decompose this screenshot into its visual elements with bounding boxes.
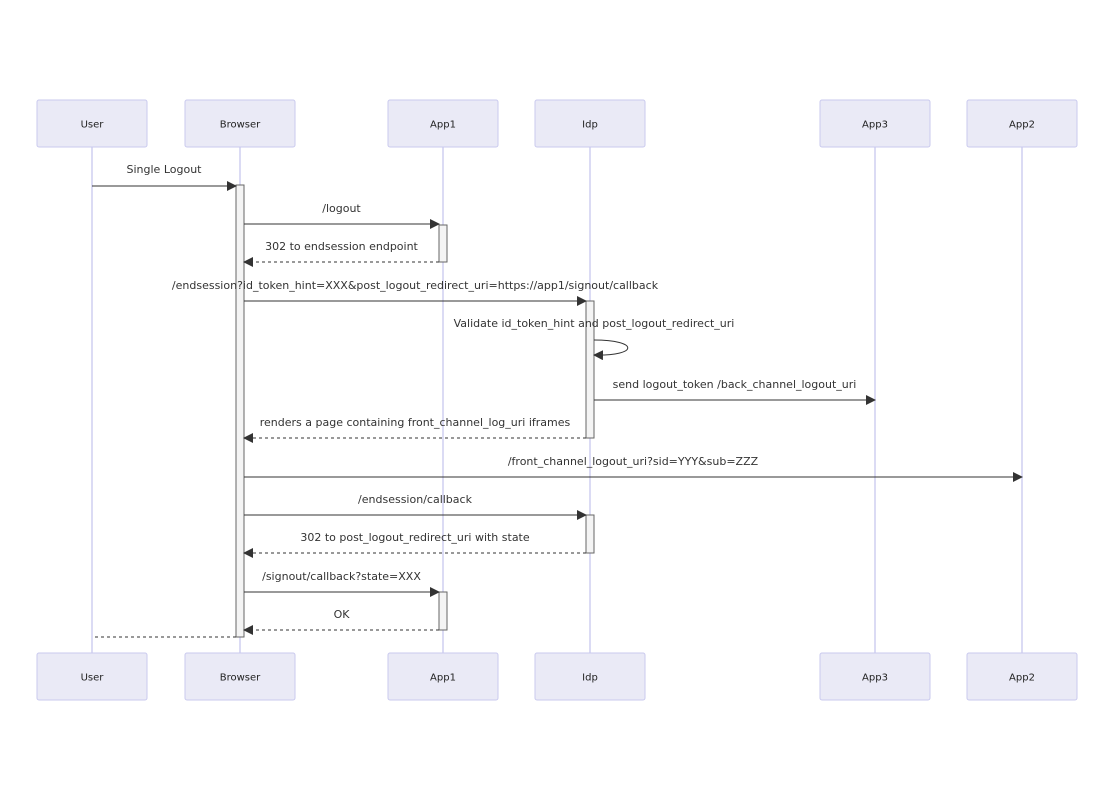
message-label: 302 to endsession endpoint [265,240,418,253]
actor-idp-top: Idp [534,99,646,148]
actor-box [819,99,931,148]
actor-label: Idp [582,120,598,131]
message-10: /signout/callback?state=XXX [244,570,440,597]
message-3: /endsession?id_token_hint=XXX&post_logou… [172,279,659,306]
actor-box [387,652,499,701]
actor-box [36,652,148,701]
message-6: renders a page containing front_channel_… [243,416,586,443]
actor-label: App2 [1009,120,1035,131]
message-9: 302 to post_logout_redirect_uri with sta… [243,531,586,558]
activation-bar-browser [235,184,245,638]
message-2: 302 to endsession endpoint [243,240,439,267]
message-arrow [593,339,628,361]
message-7: /front_channel_logout_uri?sid=YYY&sub=ZZ… [244,455,1023,482]
message-8: /endsession/callback [244,493,587,520]
message-4: Validate id_token_hint and post_logout_r… [454,317,735,361]
message-label: /endsession/callback [358,493,473,506]
actor-label: App3 [862,120,888,131]
actor-label: Idp [582,673,598,684]
actor-app3-top: App3 [819,99,931,148]
actor-box [534,652,646,701]
activation-bar-app1 [438,591,448,631]
actor-label: App2 [1009,673,1035,684]
actor-box [184,99,296,148]
actor-box [387,99,499,148]
actor-app2-top: App2 [966,99,1078,148]
actor-label: User [81,673,105,684]
message-label: 302 to post_logout_redirect_uri with sta… [300,531,530,544]
actor-label: App1 [430,673,456,684]
message-label: /logout [322,202,361,215]
actor-app2-bottom: App2 [966,652,1078,701]
actor-label: Browser [220,120,261,131]
message-label: renders a page containing front_channel_… [260,416,571,429]
actor-box [966,99,1078,148]
actor-box [184,652,296,701]
message-label: /endsession?id_token_hint=XXX&post_logou… [172,279,659,292]
activation-bar-app1 [438,224,448,263]
actor-idp-bottom: Idp [534,652,646,701]
actor-label: User [81,120,105,131]
actor-box [819,652,931,701]
actor-app1-bottom: App1 [387,652,499,701]
actor-user-top: User [36,99,148,148]
actor-app3-bottom: App3 [819,652,931,701]
activation-bar-idp [585,300,595,439]
message-label: Validate id_token_hint and post_logout_r… [454,317,735,330]
actor-label: Browser [220,673,261,684]
actor-browser-top: Browser [184,99,296,148]
actor-box [966,652,1078,701]
actor-box [534,99,646,148]
actor-box [36,99,148,148]
message-label: Single Logout [127,163,203,176]
actor-label: App3 [862,673,888,684]
actor-user-bottom: User [36,652,148,701]
message-label: /signout/callback?state=XXX [262,570,421,583]
message-label: send logout_token /back_channel_logout_u… [613,378,857,391]
message-11: OK [243,608,439,635]
message-1: /logout [244,202,440,229]
message-5: send logout_token /back_channel_logout_u… [594,378,876,405]
actor-label: App1 [430,120,456,131]
message-label: OK [334,608,351,621]
message-0: Single Logout [92,163,237,191]
actor-app1-top: App1 [387,99,499,148]
activation-bar-idp [585,514,595,554]
message-label: /front_channel_logout_uri?sid=YYY&sub=ZZ… [508,455,759,468]
actor-browser-bottom: Browser [184,652,296,701]
